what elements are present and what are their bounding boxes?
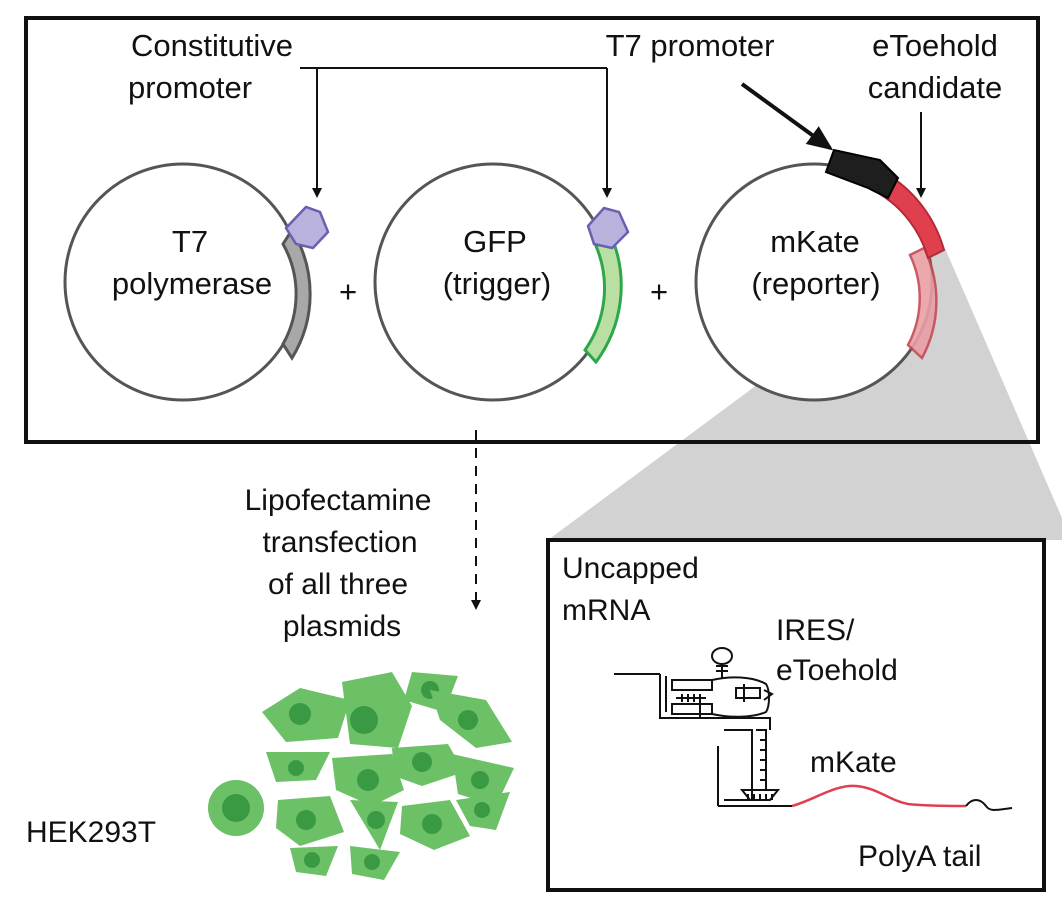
- transfection-label: of all three: [268, 568, 408, 601]
- cell-nucleus: [471, 771, 489, 789]
- etoehold-candidate-label: candidate: [868, 70, 1002, 105]
- cell-nucleus: [289, 703, 311, 725]
- mkate-coding-sequence: [791, 784, 967, 808]
- cell-nucleus: [357, 769, 379, 791]
- polya-tail-label: PolyA tail: [858, 840, 981, 873]
- cell-nucleus: [458, 710, 478, 730]
- plasmid-label: mKate: [770, 224, 860, 259]
- gfp-gene: [583, 235, 623, 365]
- plasmid-label: (trigger): [443, 266, 552, 301]
- transfection-label: plasmids: [283, 610, 401, 643]
- mrna-inset-box: [546, 538, 1046, 892]
- uncapped-mrna-label: mRNA: [562, 594, 650, 627]
- t7-promoter-block: [824, 148, 900, 200]
- hek293t-cells-illustration: [208, 672, 514, 880]
- constitutive-promoter-label: promoter: [128, 70, 252, 105]
- plasmid-mkate-reporter: mKate (reporter): [694, 148, 946, 402]
- constitutive-promoter-label: Constitutive: [131, 28, 293, 63]
- plus-sign: +: [650, 274, 668, 309]
- cell-nucleus: [474, 802, 490, 818]
- plasmid-gfp-trigger: GFP (trigger): [373, 162, 630, 402]
- transfection-label: transfection: [262, 526, 417, 559]
- transfection-label: Lipofectamine: [245, 484, 432, 517]
- ires-etoehold-label: eToehold: [776, 654, 898, 687]
- uncapped-mrna-label: Uncapped: [562, 552, 699, 585]
- plasmid-box: [24, 16, 1040, 444]
- cell-nucleus: [367, 811, 385, 829]
- plasmid-label: T7: [172, 224, 208, 259]
- plasmid-label: polymerase: [112, 266, 272, 301]
- cell-nucleus: [422, 814, 442, 834]
- constitutive-promoter-block: [284, 205, 330, 250]
- cell-nucleus: [364, 854, 380, 870]
- mkate-inset-label: mKate: [810, 746, 897, 779]
- cell-nucleus: [412, 752, 432, 772]
- t7-promoter-label: T7 promoter: [606, 28, 775, 63]
- mrna-structure: [614, 647, 792, 807]
- ires-etoehold-label: IRES/: [776, 614, 855, 647]
- cell-nucleus: [304, 852, 320, 868]
- cell-nucleus: [296, 810, 316, 830]
- polya-tail: [965, 799, 1013, 811]
- cell-nucleus: [288, 760, 304, 776]
- plus-sign: +: [339, 274, 357, 309]
- mkate-gene: [906, 246, 938, 361]
- t7-polymerase-gene: [281, 227, 312, 361]
- etoehold-candidate-label: eToehold: [872, 28, 998, 63]
- t7-promoter-arrow: [740, 82, 834, 151]
- constitutive-promoter-arrows: [300, 67, 612, 198]
- cell-nucleus: [350, 706, 378, 734]
- plasmid-t7-polymerase: T7 polymerase: [63, 162, 330, 402]
- cell-line-label: HEK293T: [26, 816, 156, 849]
- constitutive-promoter-block: [586, 206, 630, 250]
- etoehold-candidate-block: [878, 174, 946, 260]
- plasmid-label: (reporter): [751, 266, 880, 301]
- cell-nucleus: [222, 794, 250, 822]
- plasmid-label: GFP: [463, 224, 527, 259]
- cell: [342, 672, 412, 748]
